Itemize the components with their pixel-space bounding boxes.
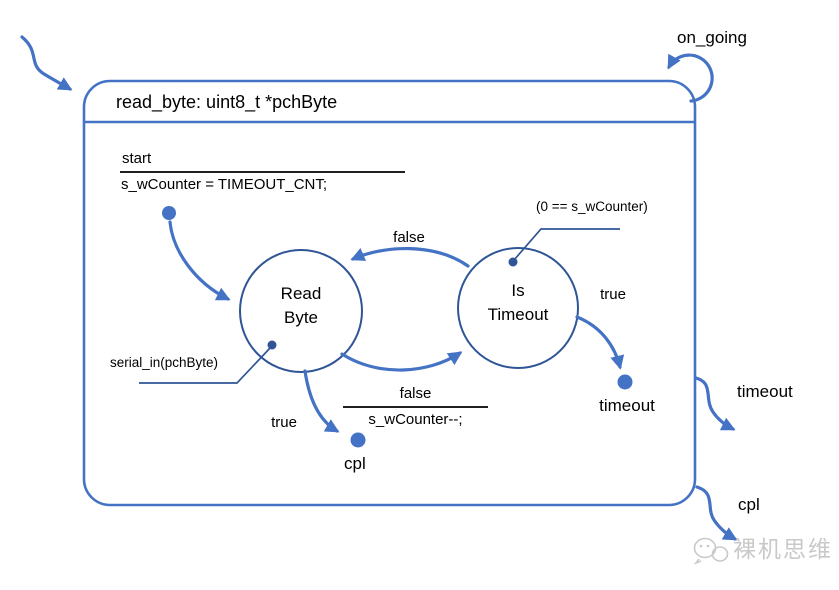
state-label-is-timeout: Is Timeout: [457, 279, 579, 327]
entry-arrow: [20, 35, 73, 91]
counter-check-callout-dot: [508, 257, 518, 267]
counter-check-callout-line: [513, 228, 620, 261]
cpl-exit-arrow: [695, 485, 738, 541]
serial-in-callout-line: [139, 346, 272, 384]
state-is-timeout-line1: Is: [511, 281, 525, 300]
frame-title: read_byte: uint8_t *pchByte: [116, 92, 338, 112]
watermark-text: 裸机思维: [733, 536, 833, 562]
state-read-byte-line2: Byte: [283, 308, 319, 327]
on-going-self-loop-arrow: [667, 53, 714, 103]
false-arrow-bottom: [340, 351, 463, 372]
timeout-exit-label: timeout: [737, 382, 793, 401]
state-circle-is-timeout: [457, 247, 579, 369]
timeout-terminal-dot: [617, 374, 633, 390]
serial-in-callout-label: serial_in(pchByte): [110, 355, 219, 370]
true-arrow-to-timeout: [575, 315, 625, 370]
cpl-terminal-label: cpl: [344, 454, 366, 473]
false-action-bottom: s_wCounter--;: [368, 411, 463, 428]
false-arrow-top: [350, 247, 470, 268]
serial-in-callout-dot: [267, 340, 277, 350]
start-event-label: start: [122, 150, 152, 167]
on-going-event-label: on_going: [677, 28, 747, 47]
timeout-terminal-label: timeout: [599, 396, 655, 415]
state-label-read-byte: Read Byte: [240, 282, 362, 330]
state-frame-border: [82, 79, 697, 507]
wechat-icon: [693, 537, 729, 565]
cpl-exit-label: cpl: [738, 495, 760, 514]
state-is-timeout-line2: Timeout: [487, 305, 549, 324]
false-guard-bottom: false: [399, 385, 432, 402]
start-dot: [162, 206, 176, 220]
state-read-byte-line1: Read: [280, 284, 322, 303]
counter-check-callout-label: (0 == s_wCounter): [536, 199, 648, 214]
true-arrow-to-cpl: [303, 369, 340, 433]
start-arrow: [168, 220, 231, 301]
timeout-exit-arrow: [694, 376, 736, 431]
start-action-label: s_wCounter = TIMEOUT_CNT;: [121, 176, 328, 193]
cpl-terminal-dot: [350, 432, 366, 448]
true-guard-cpl: true: [271, 414, 297, 431]
false-guard-top: false: [393, 229, 425, 246]
true-guard-timeout: true: [600, 286, 626, 303]
